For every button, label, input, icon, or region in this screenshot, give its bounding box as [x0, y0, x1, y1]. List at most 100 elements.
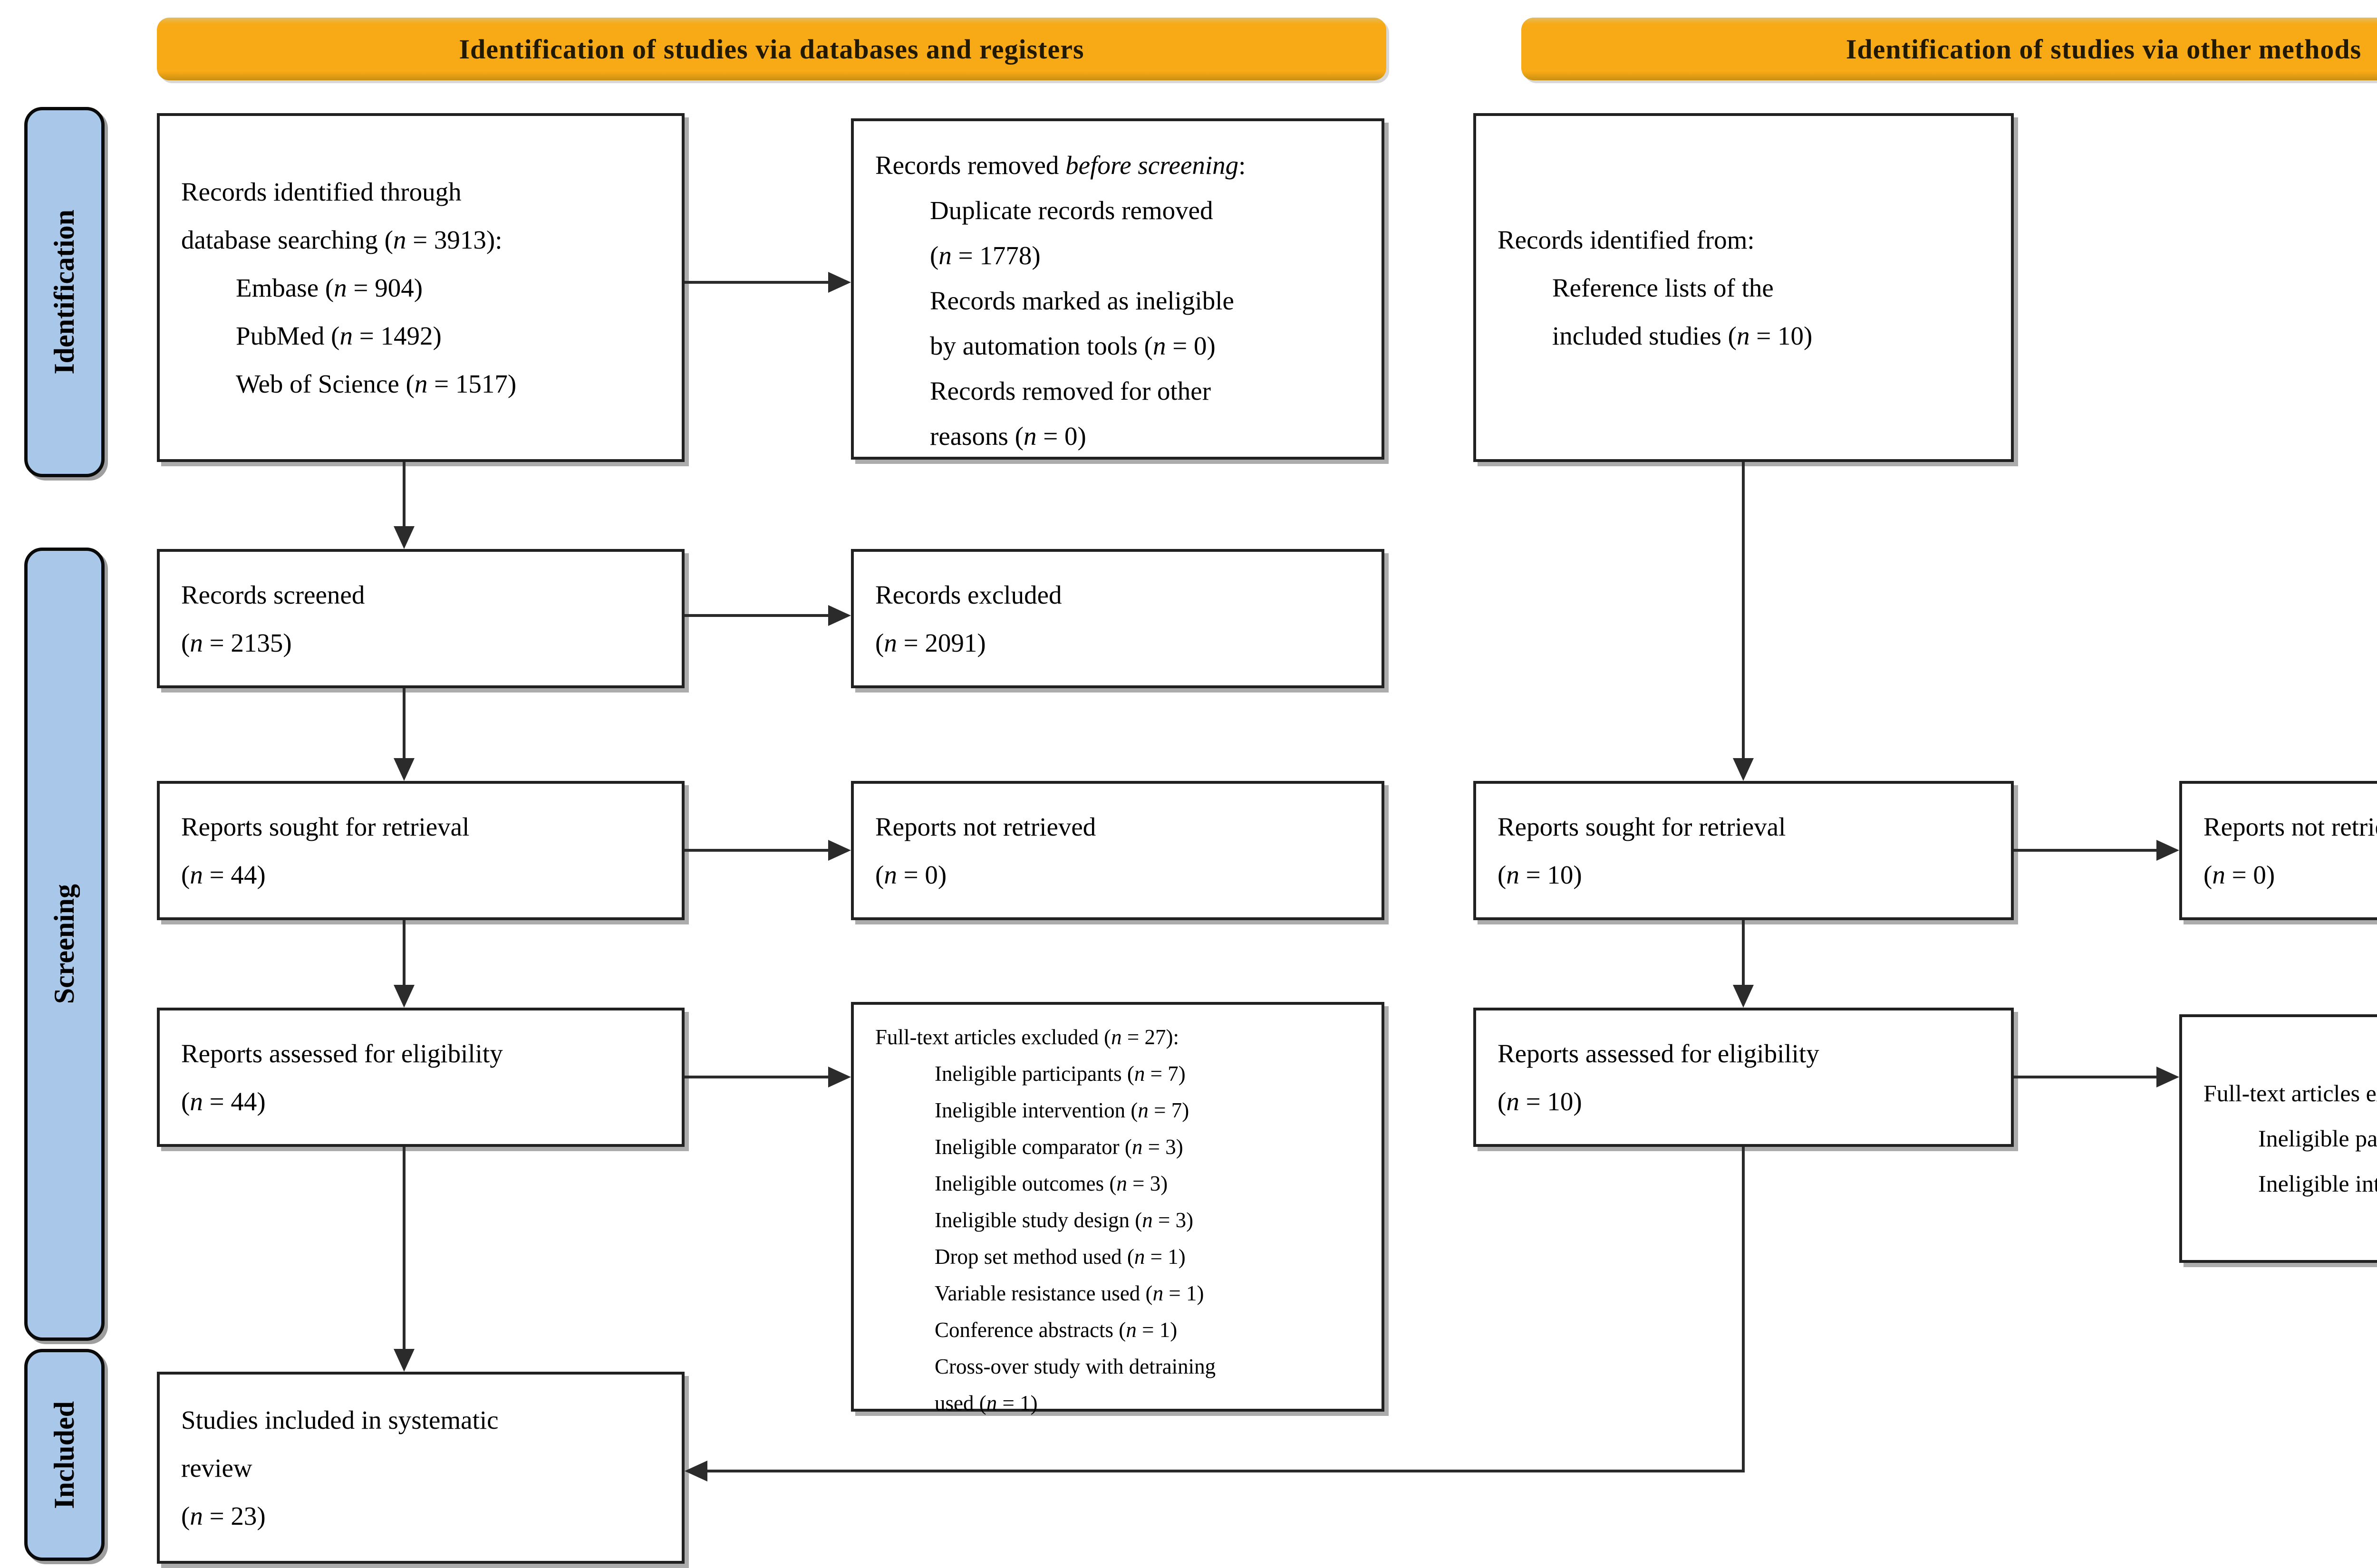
- arrow-assessed-other-to-fulltext-excluded: [2014, 1076, 2156, 1078]
- box-records-screened: Records screened (n = 2135): [157, 549, 685, 688]
- text-line: Reports assessed for eligibility: [1498, 1039, 1819, 1068]
- fulltext-excluded-other-title: Full-text articles excluded (n = 4):: [2203, 1080, 2377, 1106]
- text-line: (n = 44): [181, 860, 266, 889]
- sidebar-included-label: Included: [48, 1401, 80, 1509]
- text-line: Records removed for other: [930, 376, 1211, 405]
- text-line: Ineligible intervention (n = 2): [2258, 1170, 2377, 1197]
- text-line: Cross-over study with detraining: [935, 1355, 1216, 1378]
- arrow-identified-to-screened: [403, 462, 406, 526]
- arrowhead-sought-other-to-assessed: [1733, 985, 1754, 1008]
- studies-included-text: Studies included in systematic review (n =…: [181, 1396, 663, 1540]
- text-line: (n = 23): [181, 1501, 266, 1530]
- text-line: Conference abstracts (n = 1): [935, 1318, 1178, 1342]
- text-line: Web of Science (n = 1517): [236, 369, 517, 398]
- box-reports-not-retrieved-databases: Reports not retrieved (n = 0): [851, 781, 1384, 920]
- text-line: Records screened: [181, 580, 365, 609]
- fulltext-excluded-other-reasons: Ineligible participants (n = 2) Ineligibl…: [2203, 1116, 2377, 1206]
- arrow-sought-other-to-assessed: [1742, 920, 1745, 985]
- text-line: Reports assessed for eligibility: [181, 1039, 503, 1068]
- text-line: PubMed (n = 1492): [236, 321, 442, 350]
- text-line: Ineligible participants (n = 7): [935, 1062, 1186, 1086]
- text-line: included studies (n = 10): [1552, 321, 1813, 350]
- text-line: Reports not retrieved: [2203, 812, 2377, 841]
- reports-assessed-databases-text: Reports assessed for eligibility(n = 44): [181, 1029, 663, 1125]
- arrowhead-sought-to-assessed: [394, 985, 415, 1008]
- arrowhead-identified-to-removed: [828, 272, 851, 293]
- connector-assessed-other-to-included: [707, 1470, 1745, 1472]
- reports-sought-databases-text: Reports sought for retrieval (n = 44): [181, 803, 663, 899]
- box-fulltext-excluded-databases: Full-text articles excluded (n = 27): In…: [851, 1002, 1384, 1415]
- records-removed-title: Records removed before screening:: [875, 151, 1246, 180]
- fulltext-excluded-databases-reasons: Ineligible participants (n = 7) Ineligibl…: [875, 1056, 1362, 1422]
- arrowhead-assessed-other-to-fulltext-excluded: [2156, 1067, 2179, 1087]
- arrow-sought-other-to-not-retrieved: [2014, 849, 2156, 852]
- text-line: Drop set method used (n = 1): [935, 1245, 1186, 1269]
- records-excluded-text: Records excluded (n = 2091): [875, 571, 1362, 667]
- text-line: Records excluded: [875, 580, 1062, 609]
- sidebar-screening-label: Screening: [48, 884, 80, 1004]
- text-line: reasons (n = 0): [930, 422, 1086, 451]
- box-reports-assessed-databases: Reports assessed for eligibility(n = 44): [157, 1008, 685, 1147]
- text-line: review: [181, 1453, 252, 1482]
- text-line: Reports sought for retrieval: [1498, 812, 1786, 841]
- arrow-identified-other-to-sought: [1742, 462, 1745, 758]
- sidebar-phase-included: Included: [24, 1349, 105, 1561]
- box-records-excluded: Records excluded (n = 2091): [851, 549, 1384, 688]
- connector-assessed-other-down: [1742, 1147, 1745, 1472]
- text-line: (n = 2091): [875, 628, 986, 657]
- text-line: (n = 10): [1498, 1087, 1582, 1116]
- fulltext-excluded-databases-title: Full-text articles excluded (n = 27):: [875, 1025, 1179, 1049]
- banner-other-label: Identification of studies via other meth…: [1846, 33, 2362, 65]
- arrowhead-assessed-to-fulltext-excluded: [828, 1067, 851, 1087]
- text-line: (n = 10): [1498, 860, 1582, 889]
- box-reports-sought-other: Reports sought for retrieval (n = 10): [1473, 781, 2014, 920]
- banner-databases-label: Identification of studies via databases …: [459, 33, 1084, 65]
- arrowhead-identified-other-to-sought: [1733, 758, 1754, 781]
- text-line: used (n = 1): [935, 1391, 1038, 1415]
- box-reports-not-retrieved-other: Reports not retrieved(n = 0): [2179, 781, 2377, 920]
- text-line: (n = 0): [875, 860, 947, 889]
- text-line: (n = 2135): [181, 628, 292, 657]
- text-line: Variable resistance used (n = 1): [935, 1281, 1204, 1305]
- banner-other-methods: Identification of studies via other meth…: [1521, 18, 2377, 80]
- text-line: Reports sought for retrieval: [181, 812, 470, 841]
- arrow-screened-to-excluded: [685, 614, 828, 617]
- arrowhead-sought-other-to-not-retrieved: [2156, 840, 2179, 861]
- arrowhead-assessed-to-included: [394, 1349, 415, 1372]
- text-line: by automation tools (n = 0): [930, 331, 1216, 360]
- records-identified-sources: Embase (n = 904) PubMed (n = 1492) Web of …: [181, 264, 663, 408]
- arrow-screened-to-sought: [403, 688, 406, 758]
- arrow-sought-to-assessed: [403, 920, 406, 985]
- sidebar-identification-label: Identification: [48, 210, 80, 375]
- reports-not-retrieved-databases-text: Reports not retrieved (n = 0): [875, 803, 1362, 899]
- text-line: Ineligible comparator (n = 3): [935, 1135, 1183, 1159]
- text-line: Studies included in systematic: [181, 1405, 499, 1434]
- text-line: Ineligible participants (n = 2): [2258, 1125, 2377, 1152]
- reports-assessed-other-text: Reports assessed for eligibility (n = 10): [1498, 1029, 1992, 1125]
- text-line: Duplicate records removed: [930, 196, 1213, 225]
- text-line: Reports not retrieved: [875, 812, 1096, 841]
- box-records-identified-other: Records identified from: Reference lists…: [1473, 113, 2014, 462]
- text-line: database searching (n = 3913):: [181, 225, 502, 254]
- text-line: Embase (n = 904): [236, 273, 423, 302]
- text-line: Records marked as ineligible: [930, 286, 1234, 315]
- arrowhead-into-studies-included: [685, 1461, 707, 1481]
- box-records-removed: Records removed before screening: Duplic…: [851, 118, 1384, 460]
- text-line: Ineligible study design (n = 3): [935, 1208, 1194, 1232]
- records-identified-other-title: Records identified from:: [1498, 225, 1755, 254]
- box-reports-assessed-other: Reports assessed for eligibility (n = 10): [1473, 1008, 2014, 1147]
- text-line: Ineligible outcomes (n = 3): [935, 1172, 1168, 1195]
- records-screened-text: Records screened (n = 2135): [181, 571, 663, 667]
- reports-not-retrieved-other-text: Reports not retrieved(n = 0): [2203, 803, 2377, 899]
- text-line: (n = 1778): [930, 241, 1041, 270]
- text-line: Ineligible intervention (n = 7): [935, 1098, 1189, 1122]
- arrowhead-screened-to-excluded: [828, 605, 851, 626]
- sidebar-phase-identification: Identification: [24, 107, 105, 477]
- arrow-assessed-to-included: [403, 1147, 406, 1349]
- arrowhead-sought-to-not-retrieved: [828, 840, 851, 861]
- arrow-assessed-to-fulltext-excluded: [685, 1076, 828, 1078]
